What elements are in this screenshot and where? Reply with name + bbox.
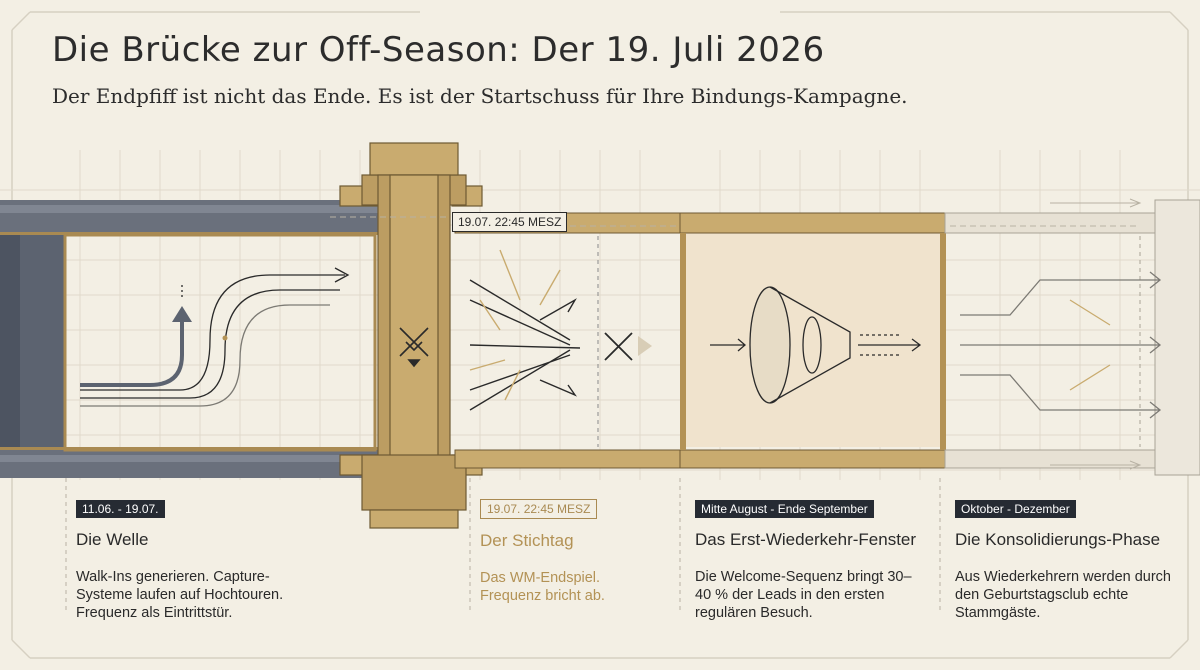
phase-2-bridge — [454, 212, 681, 469]
scatter-arrows-icon — [469, 249, 652, 411]
phase-name: Das Erst-Wiederkehr-Fenster — [695, 530, 917, 549]
phase-card-erst-wiederkehr: Mitte August - Ende September Das Erst-W… — [695, 498, 925, 622]
branching-arrows-icon — [960, 271, 1162, 419]
phase-date-badge: 19.07. 22:45 MESZ — [480, 499, 598, 519]
phase-card-welle: 11.06. - 19.07. Die Welle Walk-Ins gener… — [76, 498, 316, 622]
phase-description: Walk-Ins generieren. Capture-Systeme lau… — [76, 569, 284, 621]
phase-4-bridge — [944, 199, 1200, 476]
phase-dividers — [65, 478, 941, 610]
phase-1-bridge — [0, 200, 380, 478]
phase-card-stichtag: 19.07. 22:45 MESZ Der Stichtag Das WM-En… — [480, 498, 660, 605]
phase-date-badge: 11.06. - 19.07. — [76, 500, 165, 518]
timestamp-label: 19.07. 22:45 MESZ — [452, 212, 568, 232]
phase-name: Die Welle — [76, 530, 149, 549]
phase-description: Die Welcome-Sequenz bringt 30–40 % der L… — [695, 569, 912, 621]
walk-in-arrows-icon — [80, 267, 350, 407]
funnel-icon — [710, 286, 922, 404]
phase-name: Der Stichtag — [480, 531, 574, 550]
phase-name: Die Konsolidierungs-Phase — [955, 530, 1161, 549]
phase-description: Aus Wiederkehrern werden durch den Gebur… — [955, 569, 1171, 621]
phase-description: Das WM-Endspiel. Frequenz bricht ab. — [480, 570, 605, 604]
phase-date-badge: Oktober - Dezember — [955, 500, 1076, 518]
page-title: Die Brücke zur Off-Season: Der 19. Juli … — [52, 30, 825, 70]
crossed-swords-icon — [399, 327, 429, 368]
phase-3-bridge — [679, 212, 946, 469]
page-subtitle: Der Endpfiff ist nicht das Ende. Es ist … — [52, 84, 908, 108]
phase-card-konsolidierung: Oktober - Dezember Die Konsolidierungs-P… — [955, 498, 1175, 622]
central-tower — [339, 142, 483, 529]
outer-frame — [11, 11, 1189, 659]
phase-date-badge: Mitte August - Ende September — [695, 500, 874, 518]
